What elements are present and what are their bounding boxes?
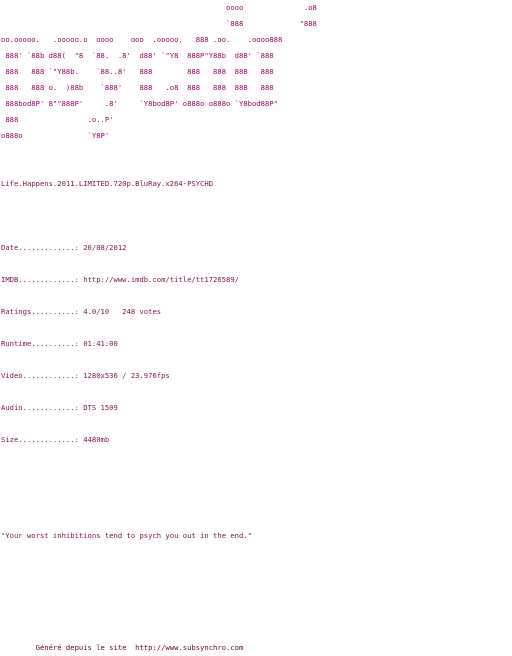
ascii-art-line: 888 888 `"Y88b. `88..8' 888 888 888 888 …	[1, 67, 274, 76]
blank-line	[1, 512, 511, 528]
ascii-art-line: 888 .o..P'	[1, 115, 114, 124]
ascii-art-line: `888 "888	[1, 19, 317, 28]
blank-line	[1, 608, 511, 624]
tagline: "Your worst inhibitions tend to psych yo…	[1, 531, 252, 540]
blank-line	[1, 320, 511, 336]
blank-line	[1, 416, 511, 432]
blank-line	[1, 256, 511, 272]
info-imdb: IMDB.............: http://www.imdb.com/t…	[1, 275, 239, 284]
ascii-art-line: oo.ooooo. .ooooo.o oooo ooo .ooooo. 888 …	[1, 35, 283, 44]
blank-line	[1, 592, 511, 608]
blank-line	[1, 496, 511, 512]
info-size: Size.............: 4480mb	[1, 435, 110, 444]
blank-line	[1, 560, 511, 576]
footer-generated-by: Généré depuis le site http://www.subsync…	[1, 643, 244, 652]
info-ratings: Ratings..........: 4.0/10 248 votes	[1, 307, 162, 316]
blank-line	[1, 224, 511, 240]
blank-line	[1, 544, 511, 560]
ascii-art-line: 888 888 o. )88b `888' 888 .o8 888 888 88…	[1, 83, 274, 92]
blank-line	[1, 160, 511, 176]
ascii-art-line: 888bod8P' 8""888P' .8' `Y8bod8P' o888o o…	[1, 99, 278, 108]
blank-line	[1, 352, 511, 368]
blank-line	[1, 464, 511, 480]
info-audio: Audio............: DTS 1509	[1, 403, 118, 412]
info-video: Video............: 1280x536 / 23.976fps	[1, 371, 170, 380]
blank-line	[1, 448, 511, 464]
info-date: Date.............: 20/08/2012	[1, 243, 127, 252]
ascii-art-line: oooo .o8	[1, 3, 317, 12]
blank-line	[1, 192, 511, 208]
blank-line	[1, 480, 511, 496]
info-runtime: Runtime..........: 01:41:00	[1, 339, 118, 348]
blank-line	[1, 384, 511, 400]
ascii-art-line: o888o `Y8P'	[1, 131, 110, 140]
blank-line	[1, 144, 511, 160]
ascii-art-line: 888' `88b d88( "8 `88. .8' d88' `"Y8 888…	[1, 51, 274, 60]
blank-line	[1, 288, 511, 304]
blank-line	[1, 624, 511, 640]
release-name: Life.Happens.2011.LIMITED.720p.BluRay.x2…	[1, 179, 214, 188]
blank-line	[1, 576, 511, 592]
blank-line	[1, 208, 511, 224]
